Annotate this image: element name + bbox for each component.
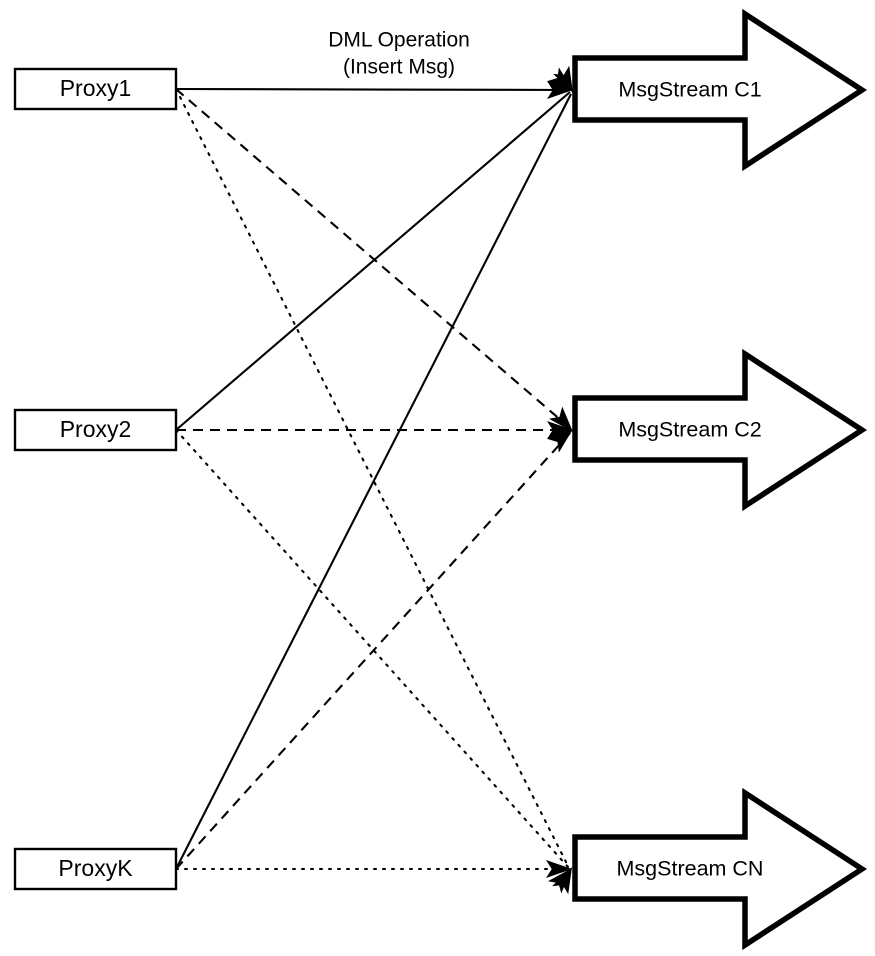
edge-proxy2-to-cn (174, 428, 570, 869)
arrowhead-head-cn-from-proxy2 (547, 868, 572, 894)
node-label-proxyk: ProxyK (58, 855, 133, 881)
arrowheads-layer (546, 65, 573, 895)
stream-arrow-shape-msgstream-c1 (572, 8, 868, 172)
arrowhead-head-c2-from-proxy1 (547, 429, 573, 453)
stream-label-msgstream-c1: MsgStream C1 (618, 78, 761, 102)
edges-layer (174, 87, 572, 871)
node-label-proxy2: Proxy2 (60, 416, 132, 442)
edge-proxy1-to-c1 (175, 87, 571, 92)
annotation-line1-dml-operation-label: DML Operation (328, 29, 470, 52)
annotation-line2-dml-operation-label: (Insert Msg) (343, 56, 455, 79)
arrowhead-head-cn-from-proxyk (546, 860, 572, 878)
edge-proxyk-to-c2 (175, 432, 571, 870)
edge-proxy1-to-cn (174, 87, 570, 868)
arrowhead-head-c1-from-proxyk (553, 65, 573, 93)
edge-proxy2-to-c1 (175, 91, 571, 431)
annotation-dml-operation-label: DML Operation (Insert Msg) (328, 29, 470, 79)
arrowhead-head-c2-from-proxy2 (547, 421, 573, 439)
arrowhead-head-c1-from-proxy1 (547, 81, 573, 99)
stream-label-msgstream-cn: MsgStream CN (617, 857, 764, 881)
stream-label-msgstream-c2: MsgStream C2 (618, 418, 761, 442)
node-proxyk[interactable]: ProxyK (13, 847, 178, 891)
node-label-proxy1: Proxy1 (60, 75, 132, 101)
node-box-proxy1 (13, 67, 178, 111)
node-proxy1[interactable]: Proxy1 (13, 67, 178, 111)
node-box-proxy2 (13, 408, 178, 452)
stream-arrow-shape-msgstream-cn (572, 787, 868, 951)
edge-proxyk-to-c1 (175, 93, 572, 870)
stream-arrow-shape-msgstream-c2 (572, 348, 868, 512)
msgstream-nodes-layer: MsgStream C1 MsgStream C2 MsgStream CN (572, 8, 868, 951)
node-proxy2[interactable]: Proxy2 (13, 408, 178, 452)
stream-msgstream-c1[interactable]: MsgStream C1 (572, 8, 868, 172)
arrowhead-head-c2-from-proxyk (548, 406, 573, 432)
stream-msgstream-cn[interactable]: MsgStream CN (572, 787, 868, 951)
edge-proxy1-to-c2 (175, 88, 571, 429)
annotations-layer: DML Operation (Insert Msg) (328, 29, 470, 79)
stream-msgstream-c2[interactable]: MsgStream C2 (572, 348, 868, 512)
node-box-proxyk (13, 847, 178, 891)
